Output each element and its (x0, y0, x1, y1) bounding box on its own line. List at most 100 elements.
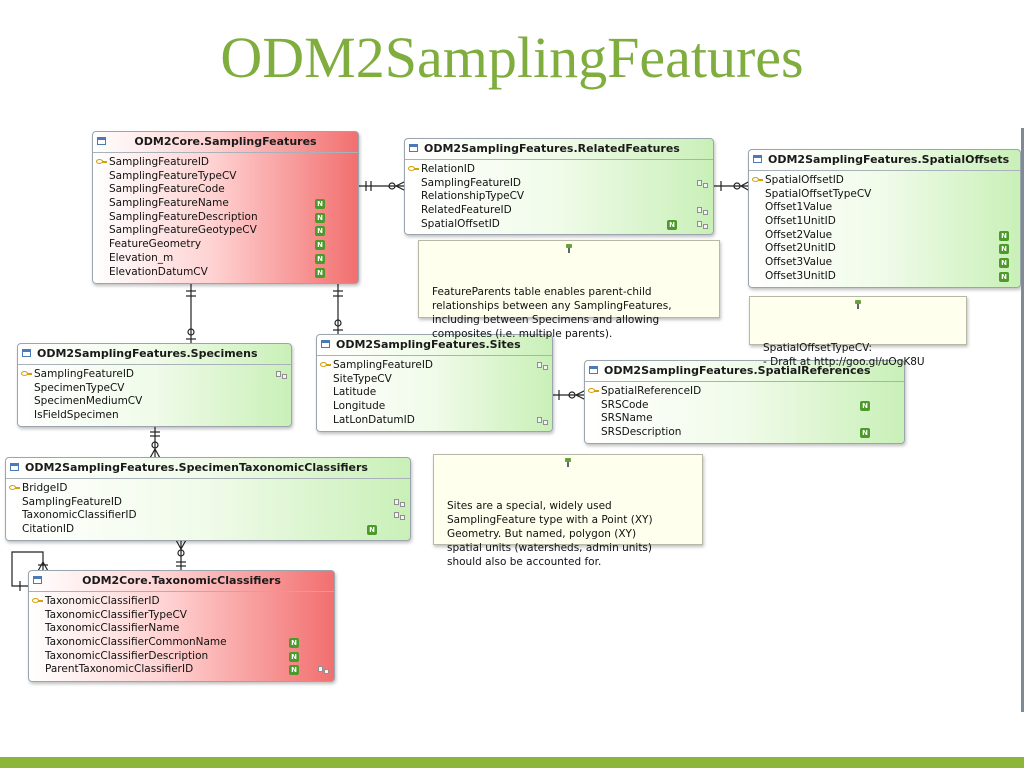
table-header[interactable]: ODM2SamplingFeatures.SpatialOffsets (749, 150, 1020, 171)
table-title: ODM2Core.TaxonomicClassifiers (82, 574, 281, 587)
table-header[interactable]: ODM2SamplingFeatures.Specimens (18, 344, 291, 365)
field-row[interactable]: SamplingFeatureID (317, 359, 552, 373)
nullable-badge: N (289, 651, 299, 662)
field-row[interactable]: Elevation_m N (93, 252, 358, 266)
table-icon (753, 155, 762, 163)
field-row[interactable]: SpatialOffsetID (749, 174, 1020, 188)
field-row[interactable]: SamplingFeatureCode (93, 183, 358, 197)
field-row[interactable]: Offset1Value (749, 201, 1020, 215)
field-row[interactable]: SamplingFeatureID (405, 177, 713, 191)
nullable-badge: N (315, 253, 325, 264)
key-icon (21, 371, 32, 376)
table-specimen-taxonomic-classifiers[interactable]: ODM2SamplingFeatures.SpecimenTaxonomicCl… (5, 457, 411, 541)
table-icon (22, 349, 31, 357)
field-row[interactable]: SamplingFeatureID (18, 368, 291, 382)
field-name: SRSCode (601, 398, 649, 411)
table-title: ODM2SamplingFeatures.SpatialOffsets (768, 153, 1010, 166)
field-row[interactable]: SiteTypeCV (317, 373, 552, 387)
table-header[interactable]: ODM2Core.SamplingFeatures (93, 132, 358, 153)
table-header[interactable]: ODM2SamplingFeatures.RelatedFeatures (405, 139, 713, 160)
nullable-badge: N (367, 525, 377, 536)
field-row[interactable]: SpatialOffsetTypeCV (749, 188, 1020, 202)
field-name: TaxonomicClassifierTypeCV (45, 608, 187, 621)
field-row[interactable]: SpecimenMediumCV (18, 395, 291, 409)
field-name: TaxonomicClassifierID (45, 595, 160, 607)
field-name: SamplingFeatureID (34, 368, 135, 380)
field-name: RelationID (421, 163, 475, 175)
table-header[interactable]: ODM2Core.TaxonomicClassifiers (29, 571, 334, 592)
field-name: Offset3UnitID (765, 269, 836, 282)
nullable-badge: N (860, 428, 870, 439)
table-taxonomic-classifiers[interactable]: ODM2Core.TaxonomicClassifiers TaxonomicC… (28, 570, 335, 682)
field-name: Longitude (333, 400, 386, 413)
field-name: SiteTypeCV (333, 372, 392, 385)
field-row[interactable]: Offset1UnitID (749, 215, 1020, 229)
nullable-badge: N (315, 199, 325, 210)
foreign-key-icon (394, 498, 406, 507)
field-row[interactable]: RelationshipTypeCV (405, 190, 713, 204)
key-icon (9, 485, 20, 490)
key-icon (32, 598, 43, 603)
field-row[interactable]: TaxonomicClassifierID (29, 595, 334, 609)
field-row[interactable]: SamplingFeatureTypeCV (93, 170, 358, 184)
field-row[interactable]: IsFieldSpecimen (18, 409, 291, 423)
note-spatial-offset-type[interactable]: SpatialOffsetTypeCV: - Draft at http://g… (749, 296, 967, 368)
field-name: TaxonomicClassifierCommonName (45, 636, 227, 649)
table-header[interactable]: ODM2SamplingFeatures.SpatialReferences (585, 361, 904, 382)
field-row[interactable]: SamplingFeatureID (93, 156, 358, 170)
note-sites[interactable]: Sites are a special, widely used Samplin… (433, 454, 703, 568)
field-row[interactable]: TaxonomicClassifierTypeCV (29, 609, 334, 623)
field-row[interactable]: SpecimenTypeCV (18, 382, 291, 396)
field-row[interactable]: TaxonomicClassifierID (6, 509, 410, 523)
table-header[interactable]: ODM2SamplingFeatures.SpecimenTaxonomicCl… (6, 458, 410, 479)
field-row[interactable]: RelatedFeatureID (405, 204, 713, 218)
field-row[interactable]: SpatialReferenceID (585, 385, 904, 399)
foreign-key-icon (697, 207, 709, 216)
table-spatial-references[interactable]: ODM2SamplingFeatures.SpatialReferences S… (584, 360, 905, 444)
note-text: FeatureParents table enables parent-chil… (432, 286, 672, 340)
field-row[interactable]: SRSDescription N (585, 426, 904, 440)
field-name: IsFieldSpecimen (34, 409, 119, 422)
field-row[interactable]: TaxonomicClassifierName (29, 622, 334, 636)
field-row[interactable]: Latitude (317, 386, 552, 400)
note-feature-parents[interactable]: FeatureParents table enables parent-chil… (418, 240, 720, 340)
field-name: SpatialOffsetID (765, 174, 844, 186)
table-sampling-features[interactable]: ODM2Core.SamplingFeatures SamplingFeatur… (92, 131, 359, 284)
field-name: Elevation_m (109, 251, 174, 264)
table-icon (33, 576, 42, 584)
table-specimens[interactable]: ODM2SamplingFeatures.Specimens SamplingF… (17, 343, 292, 427)
field-row[interactable]: BridgeID (6, 482, 410, 496)
field-row[interactable]: RelationID (405, 163, 713, 177)
field-row[interactable]: Longitude (317, 400, 552, 414)
field-row[interactable]: SamplingFeatureID (6, 496, 410, 510)
table-related-features[interactable]: ODM2SamplingFeatures.RelatedFeatures Rel… (404, 138, 714, 235)
field-name: SamplingFeatureID (333, 359, 434, 371)
pin-icon (854, 300, 862, 309)
nullable-badge: N (999, 244, 1009, 255)
field-name: SRSDescription (601, 426, 682, 439)
table-sites[interactable]: ODM2SamplingFeatures.Sites SamplingFeatu… (316, 334, 553, 432)
pin-icon (565, 244, 573, 253)
nullable-badge: N (315, 212, 325, 223)
field-name: BridgeID (22, 482, 68, 494)
table-spatial-offsets[interactable]: ODM2SamplingFeatures.SpatialOffsets Spat… (748, 149, 1021, 288)
table-header[interactable]: ODM2SamplingFeatures.Sites (317, 335, 552, 356)
field-row[interactable]: SRSName (585, 412, 904, 426)
field-row[interactable]: LatLonDatumID (317, 414, 552, 428)
